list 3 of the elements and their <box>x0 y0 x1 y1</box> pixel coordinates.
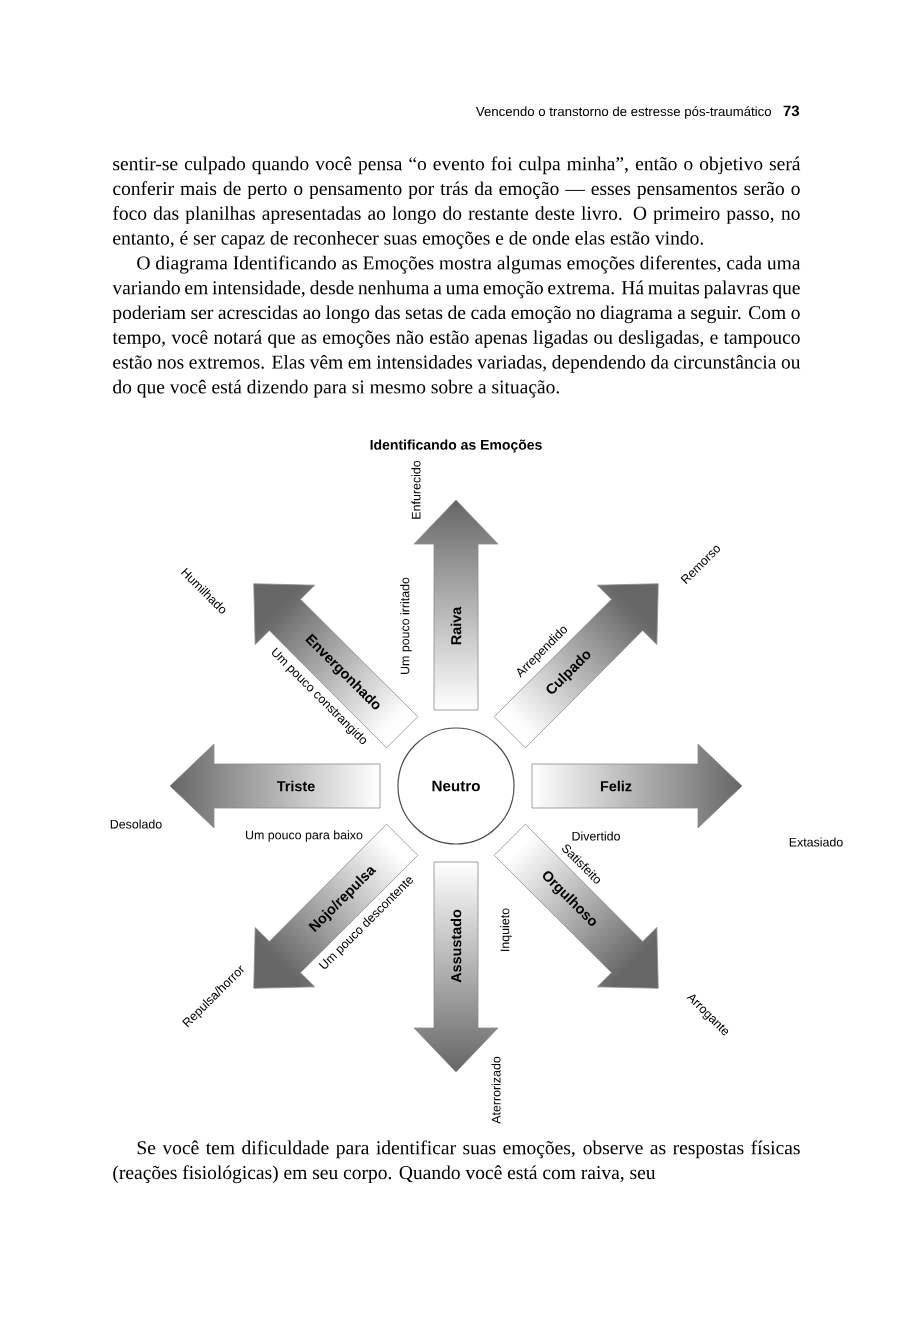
paragraph: sentir-se culpado quando você pensa “o evento foi culpa minha”, então o objetivo será conferir mais de perto o pensamento por trás da emoção — esses pensamentos serão o foco das planilhas apresentadas ao longo do restante deste livro. O primeiro passo, no entanto, é ser capaz de reconhecer suas emoções e de onde elas estão vindo. <box>113 156 801 249</box>
paragraph: Se você tem dificuldade para identificar suas emoções, observe as respostas físicas (reações fisiológicas) em seu corpo. Quando você está com raiva, seu <box>113 1140 800 1184</box>
paragraph: O diagrama Identificando as Emoções mostra algumas emoções diferentes, cada uma variando em intensidade, desde nenhuma a uma emoção extrema. Há muitas palavras que poderiam ser acrescidas ao longo das setas de cada emoção no diagrama a seguir. Com o tempo, você notará que as emoções não estão apenas ligadas ou desligadas, e tampouco estão nos extremos. Elas vêm em intensidades variadas, dependendo da circunstância ou do que você está dizendo para si mesmo sobre a situação. <box>112 255 801 398</box>
